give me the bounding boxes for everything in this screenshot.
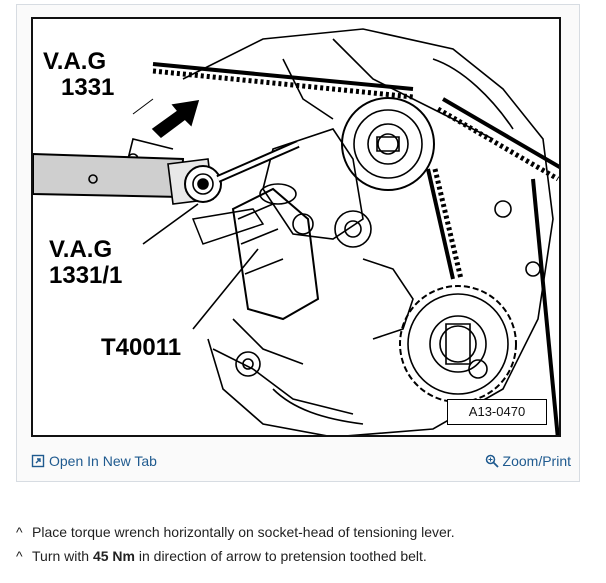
- open-in-new-tab-link[interactable]: Open In New Tab: [31, 453, 157, 469]
- figure-card: V.A.G 1331 V.A.G 1331/1 T40011 A13-0470 …: [16, 4, 580, 482]
- label-vag-1331-1-line2: 1331/1: [49, 262, 123, 289]
- instruction-step: ^ Place torque wrench horizontally on so…: [16, 520, 596, 544]
- torque-value: 45 Nm: [92, 548, 135, 564]
- open-new-tab-icon: [31, 454, 45, 468]
- open-in-new-tab-label: Open In New Tab: [49, 453, 157, 469]
- technical-illustration[interactable]: V.A.G 1331 V.A.G 1331/1 T40011 A13-0470: [31, 17, 561, 437]
- step-prefix: ^: [16, 524, 23, 540]
- step-text: Turn with 45 Nm in direction of arrow to…: [32, 544, 427, 568]
- instruction-steps: ^ Place torque wrench horizontally on so…: [16, 520, 596, 568]
- step-text: Place torque wrench horizontally on sock…: [32, 520, 455, 544]
- label-vag-1331-line1: V.A.G: [43, 48, 107, 75]
- label-vag-1331-1-line1: V.A.G: [49, 236, 113, 263]
- figure-toolbar: Open In New Tab Zoom/Print: [17, 445, 579, 481]
- step-prefix: ^: [16, 548, 23, 564]
- label-t40011: T40011: [99, 334, 184, 361]
- label-vag-1331: V.A.G 1331: [41, 48, 117, 101]
- step-text-after: in direction of arrow to pretension toot…: [134, 548, 427, 564]
- engine-line-drawing: [33, 28, 559, 435]
- zoom-print-link[interactable]: Zoom/Print: [485, 453, 571, 469]
- figure-reference-code: A13-0470: [447, 399, 547, 425]
- magnifier-icon: [485, 454, 499, 468]
- instruction-step: ^ Turn with 45 Nm in direction of arrow …: [16, 544, 596, 568]
- label-vag-1331-1: V.A.G 1331/1: [47, 236, 125, 289]
- label-vag-1331-line2: 1331: [61, 74, 115, 101]
- zoom-print-label: Zoom/Print: [502, 453, 571, 469]
- step-text-before: Turn with: [32, 548, 93, 564]
- step-text-main: Place torque wrench horizontally on sock…: [32, 524, 455, 540]
